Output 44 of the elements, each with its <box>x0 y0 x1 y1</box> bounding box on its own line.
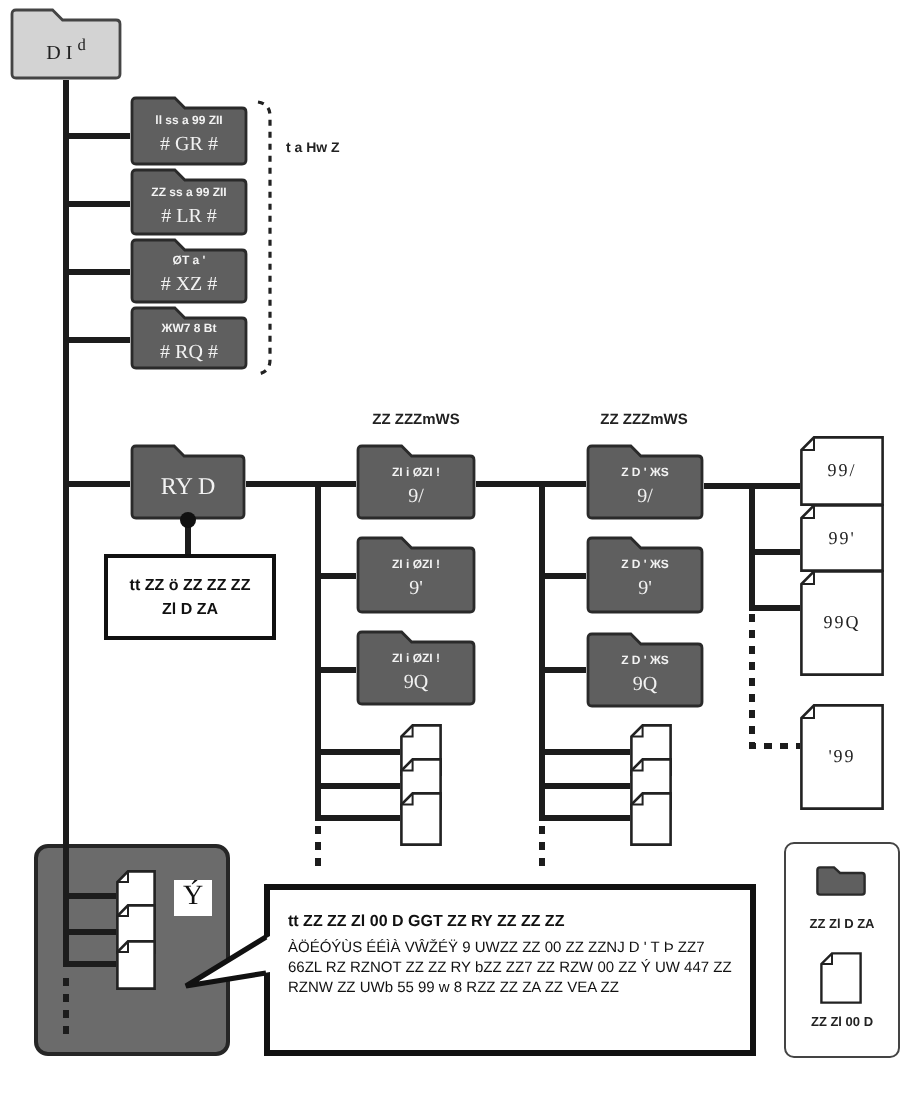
connector-line <box>180 512 196 554</box>
label-text: Ý <box>182 881 204 915</box>
folder <box>356 444 476 520</box>
callout-box <box>264 884 756 1056</box>
connector-line <box>704 483 800 749</box>
panel <box>34 844 230 1056</box>
folder <box>356 536 476 614</box>
folder-label: RY D <box>160 474 216 502</box>
folder <box>130 306 248 370</box>
folder-label: # RQ # <box>160 341 218 365</box>
document <box>800 436 884 506</box>
folder <box>130 238 248 304</box>
folder-label: # GR # <box>160 134 218 158</box>
folder <box>10 8 122 80</box>
folder <box>586 632 704 708</box>
folder <box>130 168 248 236</box>
note-box <box>104 554 276 640</box>
folder-label: 9' <box>638 578 652 602</box>
folder <box>130 96 248 166</box>
document <box>800 570 884 676</box>
folder-label: D I $^{d}$ <box>46 35 86 65</box>
document-label: 99' <box>828 527 856 549</box>
document <box>630 792 672 846</box>
folder <box>586 444 704 520</box>
folder <box>130 444 246 520</box>
document <box>800 504 884 572</box>
folder-label: 9Q <box>403 671 429 695</box>
folder-label: 9Q <box>632 673 658 697</box>
folder <box>586 536 704 614</box>
document <box>400 792 442 846</box>
folder-label: # LR # <box>161 205 217 229</box>
document-label: '99 <box>828 746 856 768</box>
label-box <box>174 880 212 916</box>
document-label: 99Q <box>823 612 861 634</box>
folder-label: # XZ # <box>160 274 218 298</box>
folder-label: 9/ <box>408 485 424 509</box>
folder-label: 9' <box>409 578 423 602</box>
document <box>116 940 156 990</box>
note-text: tt ZZ ö ZZ ZZ ZZ Zl D ZA <box>128 573 252 621</box>
folder <box>356 630 476 706</box>
callout-heading: tt ZZ ZZ Zl 00 D GGT ZZ RY ZZ ZZ ZZ <box>288 912 565 931</box>
folder-label: 9/ <box>637 485 653 509</box>
document-label: 99/ <box>827 460 857 482</box>
document <box>800 704 884 810</box>
